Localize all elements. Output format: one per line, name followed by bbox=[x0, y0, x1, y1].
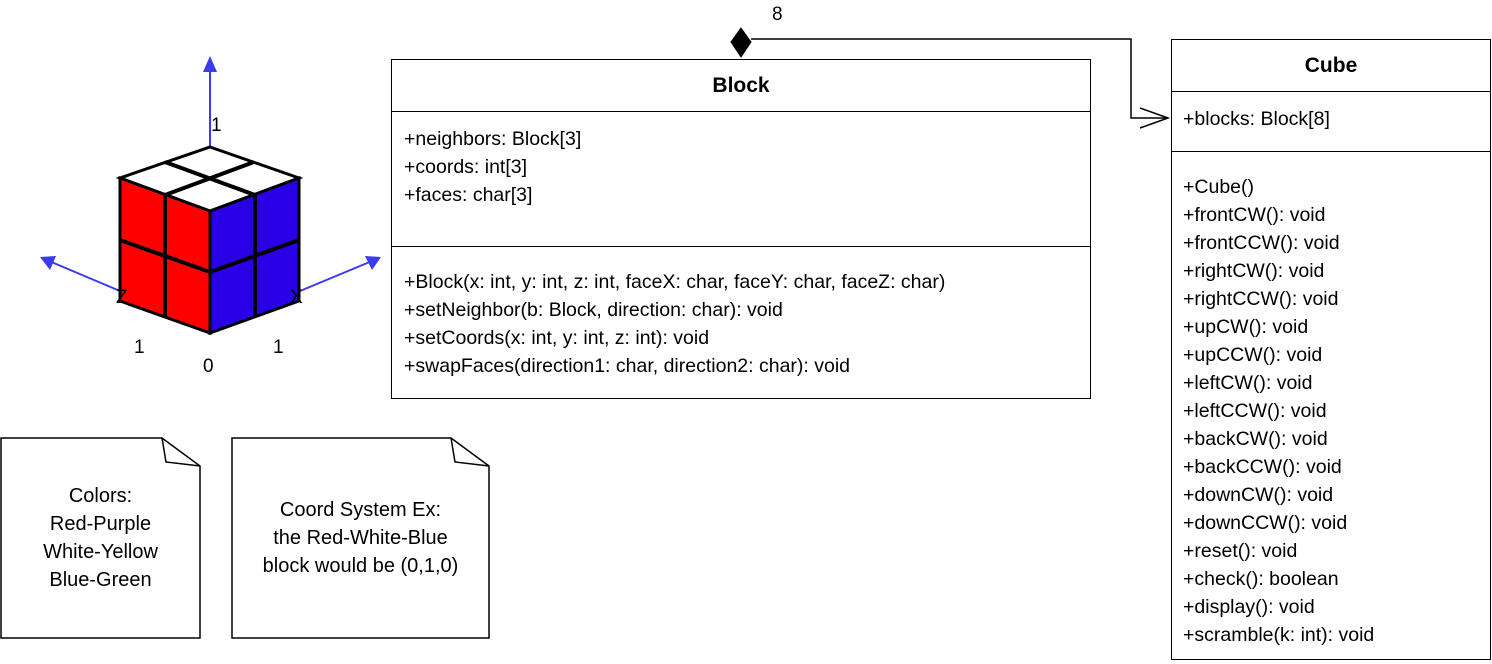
note-colors-line: Red-Purple bbox=[49, 513, 152, 535]
x-axis-arrowhead bbox=[365, 256, 381, 270]
block-class[interactable]: Block +neighbors: Block[3] +coords: int[… bbox=[391, 59, 1091, 399]
block-method: +setNeighbor(b: Block, direction: char):… bbox=[404, 299, 783, 321]
x-axis-line bbox=[299, 260, 373, 292]
cube-method: +backCCW(): void bbox=[1183, 456, 1342, 478]
composition-diamond bbox=[730, 27, 752, 58]
block-attribute: +neighbors: Block[3] bbox=[404, 128, 582, 150]
block-method: +Block(x: int, y: int, z: int, faceX: ch… bbox=[404, 271, 946, 293]
cube-method: +downCW(): void bbox=[1183, 484, 1334, 506]
cube-method: +scramble(k: int): void bbox=[1183, 624, 1375, 646]
block-methods: +Block(x: int, y: int, z: int, faceX: ch… bbox=[404, 268, 945, 380]
block-method: +setCoords(x: int, y: int, z: int): void bbox=[404, 327, 710, 349]
note-colors-line: Blue-Green bbox=[49, 569, 152, 591]
block-attribute: +coords: int[3] bbox=[404, 156, 528, 178]
cube-method: +frontCW(): void bbox=[1183, 204, 1326, 226]
z-axis-value-label: 1 bbox=[134, 337, 145, 358]
z-axis-arrowhead bbox=[40, 256, 56, 270]
block-class-divider-2 bbox=[392, 246, 1090, 247]
cube-class[interactable]: Cube +blocks: Block[8] +Cube() +frontCW(… bbox=[1171, 39, 1491, 660]
cube-method: +Cube() bbox=[1183, 176, 1254, 198]
cube-method: +backCW(): void bbox=[1183, 428, 1328, 450]
association-arrowhead bbox=[1139, 107, 1171, 129]
association-multiplicity: 8 bbox=[772, 4, 783, 25]
note-coords-fold bbox=[450, 437, 490, 467]
cube-method: +rightCCW(): void bbox=[1183, 288, 1339, 310]
cube-class-name: Cube bbox=[1304, 54, 1358, 77]
origin-value-label: 0 bbox=[203, 356, 214, 377]
cube-class-divider-1 bbox=[1172, 91, 1490, 92]
note-colors-fold bbox=[161, 437, 201, 467]
z-axis-line bbox=[48, 260, 121, 292]
y-axis-arrowhead bbox=[203, 56, 217, 72]
y-axis-value-label: 1 bbox=[211, 115, 222, 136]
z-axis-label: Z bbox=[116, 287, 128, 308]
cube-attributes: +blocks: Block[8] bbox=[1183, 105, 1330, 133]
x-axis-label: X bbox=[290, 287, 303, 308]
note-coords: Coord System Ex: the Red-White-Blue bloc… bbox=[232, 496, 489, 580]
note-coords-shape bbox=[231, 437, 490, 639]
association-line bbox=[751, 38, 1168, 119]
block-method: +swapFaces(direction1: char, direction2:… bbox=[404, 355, 851, 377]
cube-grid-line bbox=[209, 238, 300, 274]
cube-method: +leftCW(): void bbox=[1183, 372, 1313, 394]
note-coords-line: the Red-White-Blue bbox=[273, 527, 448, 549]
cube-method: +reset(): void bbox=[1183, 540, 1298, 562]
cube-attribute: +blocks: Block[8] bbox=[1183, 108, 1330, 130]
cube-method: +leftCCW(): void bbox=[1183, 400, 1327, 422]
block-attributes: +neighbors: Block[3] +coords: int[3] +fa… bbox=[404, 125, 581, 209]
cube-method: +frontCCW(): void bbox=[1183, 232, 1340, 254]
cube-method: +display(): void bbox=[1183, 596, 1315, 618]
cube-grid-line bbox=[164, 160, 255, 197]
cube-method: +upCW(): void bbox=[1183, 316, 1309, 338]
cube-method: +check(): boolean bbox=[1183, 568, 1339, 590]
block-attribute: +faces: char[3] bbox=[404, 184, 533, 206]
note-colors-line: Colors: bbox=[68, 485, 133, 507]
x-axis-value-label: 1 bbox=[273, 337, 284, 358]
cube-grid-line bbox=[119, 238, 211, 274]
cube-class-divider-2 bbox=[1172, 151, 1490, 152]
cube-methods: +Cube() +frontCW(): void +frontCCW(): vo… bbox=[1183, 173, 1374, 649]
cube-figure bbox=[40, 56, 381, 336]
note-colors-line: White-Yellow bbox=[43, 541, 158, 563]
cube-method: +rightCW(): void bbox=[1183, 260, 1325, 282]
note-colors-shape bbox=[0, 437, 201, 639]
note-colors: Colors: Red-Purple White-Yellow Blue-Gre… bbox=[1, 482, 200, 594]
block-class-name: Block bbox=[712, 74, 770, 97]
note-coords-line: Coord System Ex: bbox=[279, 499, 442, 521]
cube-method: +upCCW(): void bbox=[1183, 344, 1323, 366]
block-class-divider-1 bbox=[392, 111, 1090, 112]
cube-method: +downCCW(): void bbox=[1183, 512, 1348, 534]
note-coords-line: block would be (0,1,0) bbox=[262, 555, 459, 577]
